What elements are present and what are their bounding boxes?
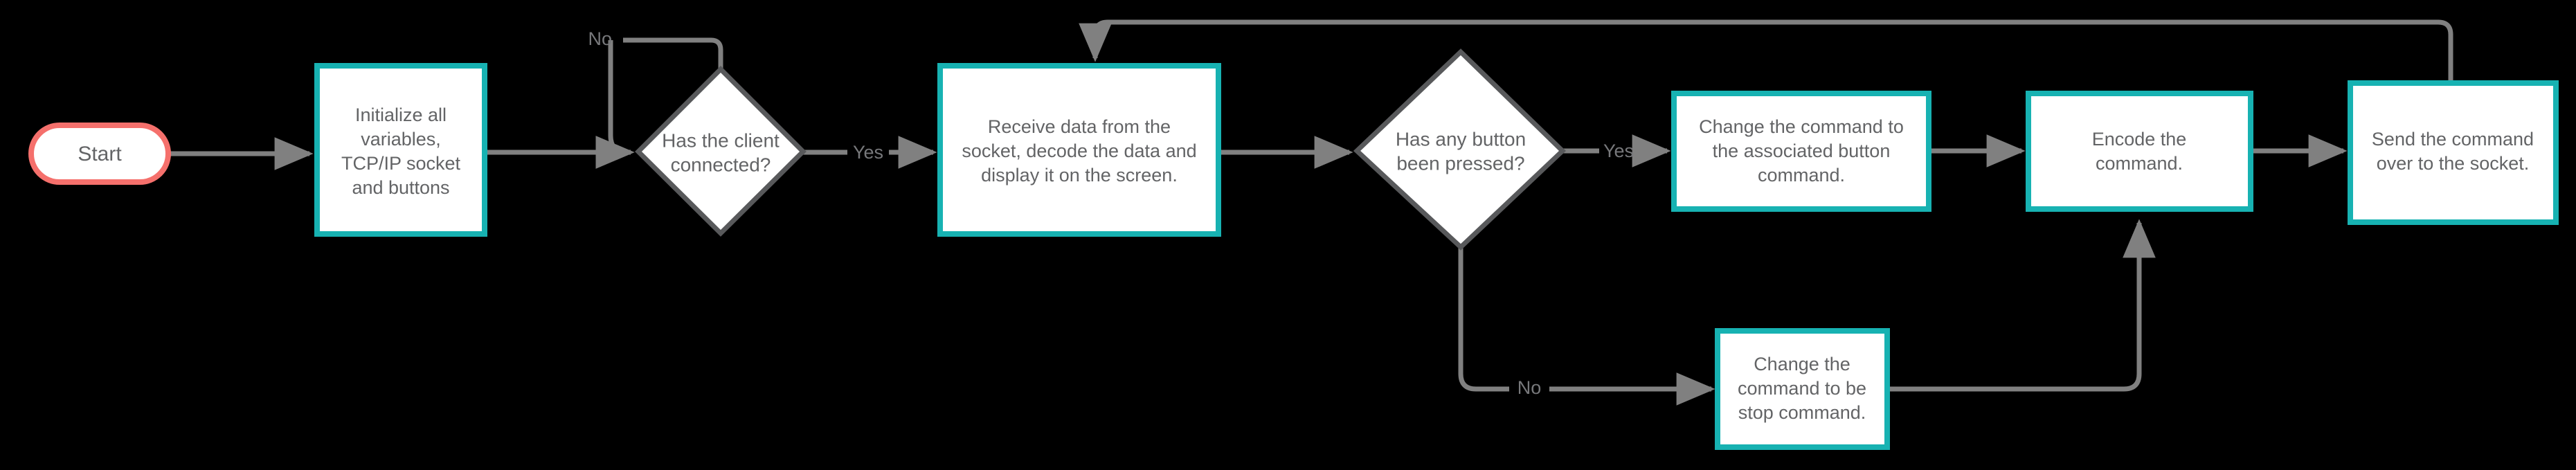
node-button-pressed-decision[interactable]: Has any button been pressed?: [1353, 48, 1567, 251]
start-label: Start: [78, 143, 122, 165]
receive-line-3: display it on the screen.: [981, 165, 1178, 186]
button-pressed-shape: [1353, 48, 1567, 251]
edge-client-no-return: [595, 40, 635, 169]
change-stop-line-1: Change the: [1754, 354, 1850, 374]
client-connected-shape: [635, 66, 807, 237]
button-pressed-line-2: been pressed?: [1396, 152, 1524, 174]
edge-label-client-yes: Yes: [853, 142, 883, 163]
node-initialize[interactable]: Initialize all variables, TCP/IP socket …: [314, 63, 487, 237]
encode-shape: [2026, 91, 2253, 212]
client-connected-line-1: Has the client: [662, 129, 780, 151]
change-stop-shape: [1715, 328, 1890, 450]
change-assoc-line-1: Change the command to: [1699, 116, 1904, 137]
edge-label-client-no: No: [588, 28, 612, 49]
node-change-associated-command[interactable]: Change the command to the associated but…: [1671, 91, 1931, 212]
edge-changestop-to-encode: [1887, 219, 2156, 392]
client-connected-line-2: connected?: [671, 154, 771, 175]
change-associated-shape: [1671, 91, 1931, 212]
edge-label-button-yes: Yes: [1603, 141, 1634, 161]
node-receive-data[interactable]: Receive data from the socket, decode the…: [937, 63, 1221, 237]
button-pressed-line-1: Has any button: [1396, 128, 1526, 150]
node-start[interactable]: Start: [28, 123, 171, 185]
edge-send-loopback-to-receive: [1079, 19, 2453, 83]
edge-label-button-no: No: [1517, 377, 1542, 398]
receive-line-1: Receive data from the: [988, 116, 1171, 137]
change-assoc-line-3: command.: [1758, 165, 1845, 186]
change-stop-line-3: stop command.: [1738, 402, 1866, 423]
start-shape: [28, 123, 171, 185]
receive-line-2: socket, decode the data and: [962, 141, 1196, 161]
initialize-shape: [314, 63, 487, 237]
node-change-stop-command[interactable]: Change the command to be stop command.: [1715, 328, 1890, 450]
initialize-line-4: and buttons: [352, 177, 449, 198]
edge-button-no-a: [1458, 246, 1509, 392]
change-assoc-line-2: the associated button: [1713, 141, 1891, 161]
send-line-2: over to the socket.: [2377, 153, 2530, 174]
receive-data-shape: [937, 63, 1221, 237]
initialize-line-1: Initialize all: [355, 105, 447, 125]
initialize-line-2: variables,: [361, 129, 441, 150]
send-shape: [2348, 80, 2559, 225]
send-line-1: Send the command: [2372, 129, 2534, 150]
node-client-connected-decision[interactable]: Has the client connected?: [635, 66, 807, 237]
node-send-command[interactable]: Send the command over to the socket.: [2348, 80, 2559, 225]
initialize-line-3: TCP/IP socket: [341, 153, 461, 174]
change-stop-line-2: command to be: [1738, 378, 1866, 399]
encode-line-1: Encode the: [2092, 129, 2187, 150]
edge-client-no-upper: [623, 37, 723, 69]
encode-line-2: command.: [2096, 153, 2183, 174]
node-encode-command[interactable]: Encode the command.: [2026, 91, 2253, 212]
